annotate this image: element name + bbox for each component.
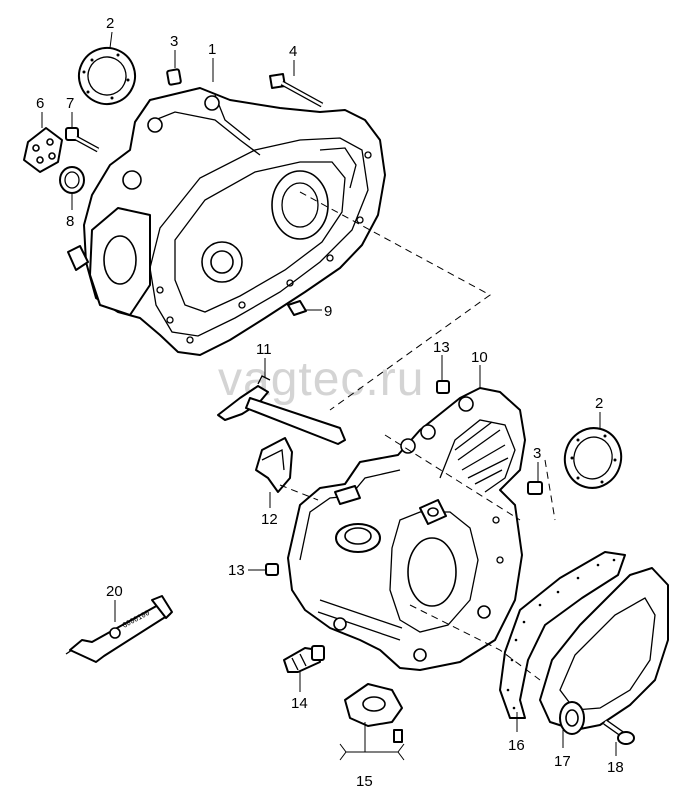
plug-13-upper [436,380,450,394]
bracket-plate [344,683,403,743]
flange-plate [23,127,63,173]
shift-rod [217,375,346,445]
callout-sealant-tube: 20 [106,583,123,600]
callout-guide: 12 [261,511,278,528]
speed-sensor [283,645,325,673]
callout-plug-13-left: 13 [228,562,245,579]
callout-housing: 1 [208,41,216,58]
plug-13-left [265,563,279,576]
seal-ring-upper [78,47,136,105]
callout-gasket: 16 [508,737,525,754]
end-cover [539,567,669,735]
callout-gearbox-housing: 10 [471,349,488,366]
callout-bracket: 15 [356,773,373,790]
gearbox-housing [287,387,526,671]
plug-right [527,481,543,495]
plug-upper [166,68,182,86]
callout-shift-rod: 11 [256,341,272,358]
leader-lines [41,31,617,761]
callout-plug-right: 3 [533,445,541,462]
sealant-tube: G000100 [65,595,173,663]
connection-lines [279,191,556,681]
bell-housing [67,87,386,356]
callout-plug-upper: 3 [170,33,178,50]
seal-ring-right [563,427,623,489]
callout-magnet: 9 [324,303,332,320]
callout-bolt-short: 7 [66,95,74,112]
callout-cover: 17 [554,753,571,770]
seal-ring-small [59,166,85,194]
gasket [499,551,626,719]
callout-seal-right: 2 [595,395,603,412]
cover-bolt [603,719,635,745]
callout-seal-small: 8 [66,213,74,230]
callout-plug-13-upper: 13 [433,339,450,356]
callout-sensor: 14 [291,695,308,712]
callout-seal-upper: 2 [106,15,114,32]
callouts: 1 2 3 4 6 7 8 9 11 13 10 2 3 12 13 20 14… [36,15,624,790]
bolt-short [65,127,100,153]
bolt-long [269,73,324,108]
guide-funnel [255,437,293,493]
magnet-block [287,300,307,316]
callout-flange: 6 [36,95,44,112]
callout-cover-bolt: 18 [607,759,624,776]
callout-bolt-long: 4 [289,43,297,60]
